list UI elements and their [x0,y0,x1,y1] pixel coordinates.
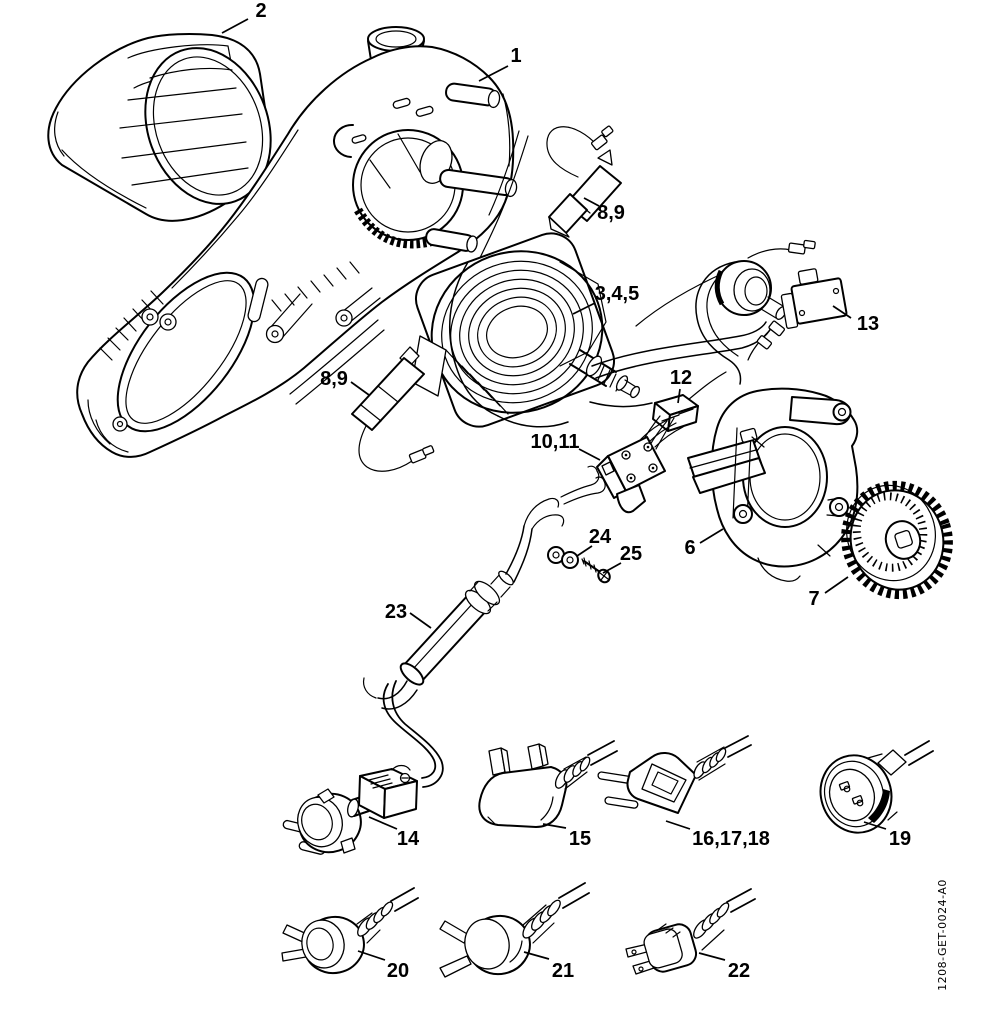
leader-line-plug-au [357,950,386,961]
callout-label-plug-cn: 21 [552,960,574,982]
callout-label-plug-au: 20 [387,960,409,982]
spring-loop [332,123,354,158]
part-screw [581,557,611,584]
callout-label-armature: 3,4,5 [595,283,639,305]
leader-line-strain-relief [409,612,432,629]
leader-line-fan-housing [699,528,724,544]
callout-label-switch: 10,11 [531,431,580,453]
callout-label-plug-us: 22 [728,960,750,982]
callout-label-micro-switch: 13 [857,313,879,335]
leader-line-clamp [576,545,593,557]
leader-line-armature [572,302,596,315]
leader-line-coupling [863,821,887,830]
guide-pins [425,82,518,253]
part-brush-lower [351,346,435,472]
callout-label-strain-relief: 23 [385,601,407,623]
callout-label-fan-housing: 6 [684,537,695,559]
leader-line-plug-uk [542,823,567,829]
leader-line-switch [578,448,601,461]
ring-gear-teeth [354,207,436,249]
part-plug-euro [282,680,444,855]
wiring-harness [589,239,816,408]
part-switch [560,418,684,514]
leader-line-gear [824,576,849,594]
screw-holes [112,308,177,432]
part-armature [411,232,640,428]
callout-label-plug-europlug: 16,17,18 [692,828,770,850]
callout-label-housing-cover: 2 [255,0,266,22]
part-plug-us [625,888,756,975]
leader-line-connector [677,388,681,404]
armature-shaft [569,349,640,399]
part-connector [642,371,727,450]
callout-label-gear: 7 [808,588,819,610]
leader-line-brush-upper [583,197,600,207]
part-housing-cover [47,33,272,222]
callout-label-brush-upper: 8,9 [597,202,625,224]
doc-number: 1208-GET-0024-A0 [936,879,949,991]
callout-label-plug-euro: 14 [397,828,420,850]
callout-label-screw: 25 [620,543,642,565]
part-fan-housing [687,387,859,582]
leader-line-plug-euro [368,816,398,830]
callout-label-coupling: 19 [889,828,911,850]
leader-line-plug-cn [523,951,550,960]
part-plug-europlug [597,735,752,814]
leader-line-screw [602,562,622,574]
leader-line-plug-europlug [665,820,691,830]
part-clamp [547,546,579,569]
leader-line-housing-cover [221,18,249,34]
part-capacitor [714,260,787,320]
part-gear [841,480,953,600]
callout-label-connector: 12 [670,367,692,389]
leader-line-brush-lower [350,381,370,396]
callout-label-brush-lower: 8,9 [320,368,348,390]
leader-line-motor-housing [478,65,509,82]
part-strain-relief [362,497,565,710]
part-plug-au [281,887,419,975]
part-motor-housing [76,26,518,458]
callout-label-plug-uk: 15 [569,828,591,850]
part-plug-uk [478,740,618,828]
part-plug-cn [439,882,590,978]
callout-label-motor-housing: 1 [510,45,521,67]
leader-line-plug-us [698,952,726,961]
part-micro-switch [756,268,848,350]
part-coupling [819,740,934,834]
switch-screws [621,442,658,483]
callout-label-clamp: 24 [589,526,612,548]
leader-line-micro-switch [832,305,852,319]
part-brush-upper [469,125,622,279]
